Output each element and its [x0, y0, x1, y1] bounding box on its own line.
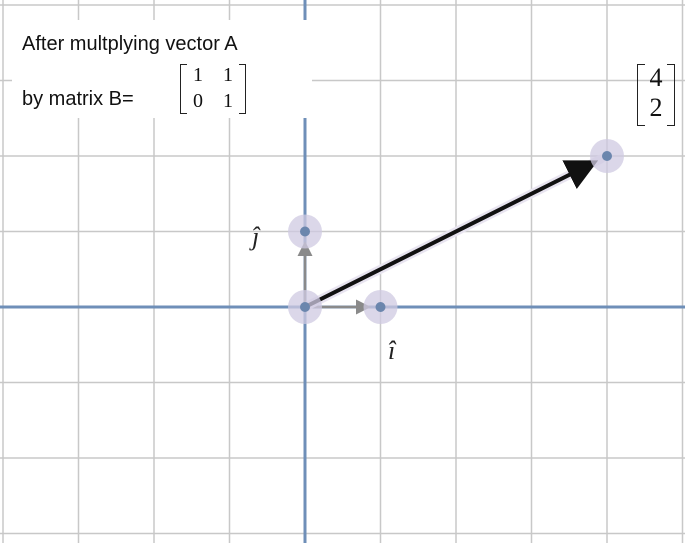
matrix-cell-r2c2: 1	[223, 90, 233, 112]
matrix-left-bracket	[180, 64, 187, 114]
result-x: 4	[649, 63, 663, 92]
caption-line-2: by matrix B=	[22, 88, 134, 110]
matrix-cell-r2c1: 0	[193, 90, 203, 112]
result-vector	[304, 160, 599, 309]
result-right-bracket	[667, 64, 675, 126]
matrix-right-bracket	[239, 64, 246, 114]
j-hat-label: ĵ	[252, 222, 260, 251]
matrix-cell-r1c2: 1	[223, 64, 233, 86]
origin-point	[300, 302, 310, 312]
result-endpoint	[602, 151, 612, 161]
matrix-b: 1 1 0 1	[180, 62, 246, 114]
result-y: 2	[649, 93, 663, 122]
result-vector-label: 4 2	[637, 62, 675, 128]
i-hat-endpoint	[375, 302, 386, 312]
caption-line-1: After multplying vector A	[22, 33, 238, 55]
j-hat-endpoint	[300, 226, 310, 237]
vector-endpoints	[288, 139, 624, 324]
caption-background	[12, 20, 312, 118]
result-left-bracket	[637, 64, 645, 126]
i-hat-label: î	[388, 336, 396, 365]
matrix-cell-r1c1: 1	[193, 64, 203, 86]
vectors	[297, 154, 606, 315]
